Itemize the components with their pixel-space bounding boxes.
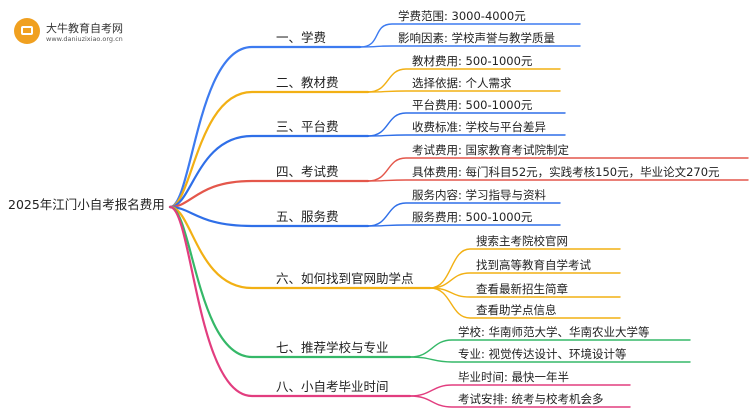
branch-connector: [168, 205, 412, 398]
leaf-topic: 专业: 视觉传达设计、环境设计等: [458, 347, 627, 361]
logo-url: www.daniuzixiao.org.cn: [46, 35, 123, 43]
leaf-topic: 平台费用: 500-1000元: [412, 98, 533, 112]
leaf-topic: 教材费用: 500-1000元: [412, 54, 533, 68]
site-logo: 大牛教育自考网 www.daniuzixiao.org.cn: [14, 18, 124, 48]
leaf-connector: [367, 112, 566, 137]
root-topic: 2025年江门小自考报名费用: [8, 197, 165, 212]
leaf-topic: 考试费用: 国家教育考试院制定: [412, 143, 570, 157]
branch-topic: 五、服务费: [276, 209, 339, 224]
leaf-connector: [359, 23, 581, 48]
leaf-topic: 查看助学点信息: [476, 303, 557, 317]
leaf-connector: [367, 202, 561, 227]
logo-name: 大牛教育自考网: [46, 22, 123, 35]
leaf-topic: 收费标准: 学校与平台差异: [412, 120, 547, 134]
branch-topic: 二、教材费: [276, 75, 339, 90]
leaf-connector: [409, 339, 691, 358]
leaf-topic: 影响因素: 学校声誉与教学质量: [398, 31, 556, 45]
leaf-connector: [409, 356, 691, 363]
leaf-connector: [429, 248, 621, 289]
leaf-connector: [367, 157, 749, 182]
leaf-topic: 学费范围: 3000-4000元: [398, 9, 526, 23]
branch-connector: [168, 205, 432, 290]
leaf-topic: 选择依据: 个人需求: [412, 76, 512, 90]
branch-topic: 六、如何找到官网助学点: [276, 271, 414, 286]
leaf-topic: 考试安排: 统考与校考机会多: [458, 392, 604, 406]
branch-topic: 一、学费: [276, 30, 327, 45]
branch-connector: [168, 134, 370, 209]
leaf-connector: [429, 272, 621, 289]
leaf-topic: 毕业时间: 最快一年半: [458, 370, 570, 384]
branch-topic: 四、考试费: [276, 164, 339, 179]
leaf-connector: [429, 287, 621, 319]
branch-connector: [168, 90, 370, 209]
leaf-connector: [367, 90, 561, 93]
leaf-topic: 服务费用: 500-1000元: [412, 210, 533, 224]
book-icon: [14, 18, 40, 44]
leaf-topic: 学校: 华南师范大学、华南农业大学等: [458, 325, 650, 339]
branch-topic: 七、推荐学校与专业: [276, 340, 389, 355]
leaf-connector: [359, 45, 581, 48]
branch-connector: [168, 179, 370, 209]
leaf-topic: 服务内容: 学习指导与资料: [412, 188, 547, 202]
leaf-connector: [367, 134, 566, 137]
leaf-connector: [367, 179, 749, 182]
branch-connector: [168, 45, 362, 209]
branch-topic: 三、平台费: [276, 119, 339, 134]
leaf-topic: 搜索主考院校官网: [476, 234, 568, 248]
branch-topic: 八、小自考毕业时间: [276, 379, 389, 394]
branch-connector: [168, 205, 370, 228]
leaf-connector: [409, 384, 631, 397]
leaf-connector: [367, 68, 561, 93]
leaf-connector: [409, 395, 631, 408]
leaf-topic: 查看最新招生简章: [476, 282, 568, 296]
leaf-topic: 具体费用: 每门科目52元，实践考核150元，毕业论文270元: [412, 165, 720, 179]
leaf-topic: 找到高等教育自学考试: [476, 258, 591, 272]
leaf-connector: [367, 224, 561, 227]
